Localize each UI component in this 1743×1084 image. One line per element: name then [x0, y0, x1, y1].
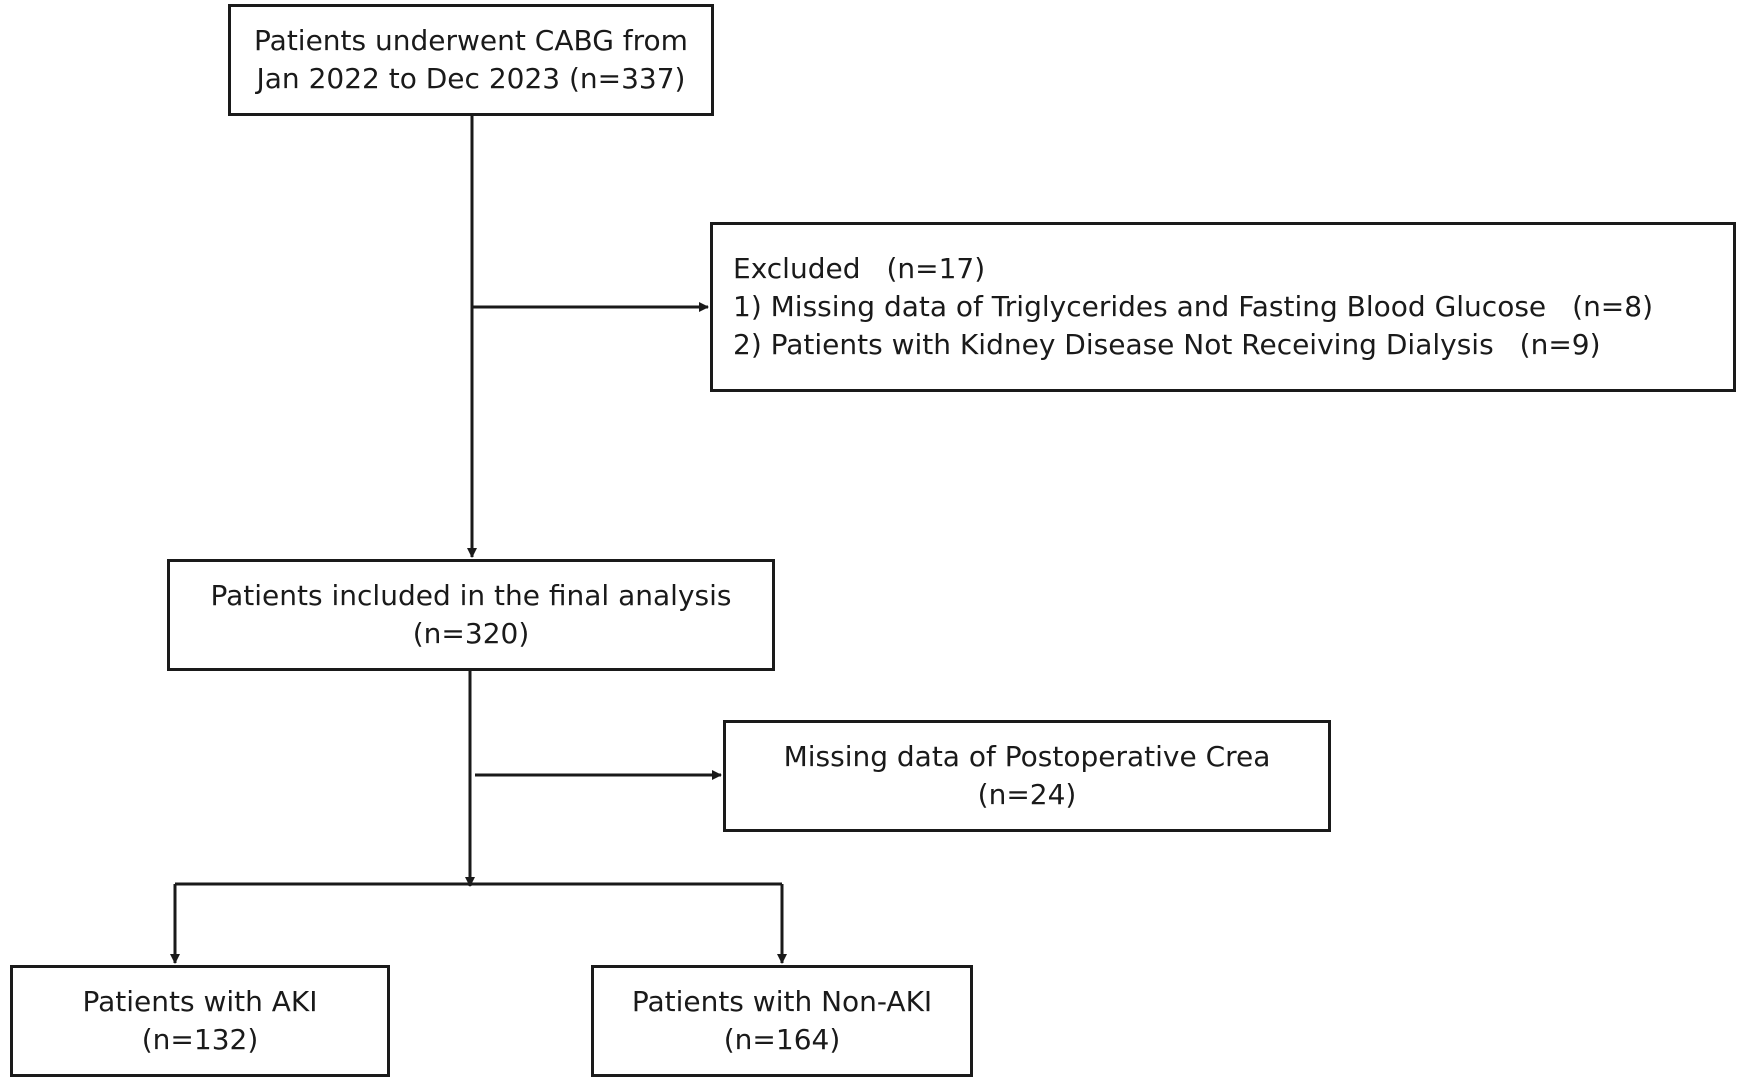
box-aki: Patients with AKI (n=132): [10, 965, 390, 1077]
box-aki-line1: Patients with AKI: [82, 985, 318, 1018]
box-non-aki-line2: (n=164): [723, 1023, 841, 1056]
excluded-reason-2: 2) Patients with Kidney Disease Not Rece…: [733, 326, 1601, 364]
box-excluded: Excluded (n=17) 1) Missing data of Trigly…: [710, 222, 1736, 392]
box-included-final-analysis: Patients included in the final analysis …: [167, 559, 775, 671]
box-included-line1: Patients included in the final analysis: [210, 579, 732, 612]
box-missing-line1: Missing data of Postoperative Crea: [783, 740, 1271, 773]
excluded-reason-2-count: (n=9): [1519, 328, 1601, 361]
box-cabg-patients-line2: Jan 2022 to Dec 2023 (n=337): [256, 62, 686, 95]
box-included-line2: (n=320): [412, 617, 530, 650]
excluded-reason-2-label: 2) Patients with Kidney Disease Not Rece…: [733, 328, 1494, 361]
box-cabg-patients: Patients underwent CABG from Jan 2022 to…: [228, 4, 714, 116]
excluded-reason-1: 1) Missing data of Triglycerides and Fas…: [733, 288, 1653, 326]
box-cabg-patients-line1: Patients underwent CABG from: [254, 24, 688, 57]
box-missing-postoperative-crea: Missing data of Postoperative Crea (n=24…: [723, 720, 1331, 832]
box-non-aki-line1: Patients with Non-AKI: [631, 985, 933, 1018]
excluded-reason-1-count: (n=8): [1572, 290, 1654, 323]
box-aki-line2: (n=132): [141, 1023, 259, 1056]
excluded-heading: Excluded (n=17): [733, 250, 985, 288]
excluded-heading-label: Excluded: [733, 252, 861, 285]
box-non-aki: Patients with Non-AKI (n=164): [591, 965, 973, 1077]
excluded-reason-1-label: 1) Missing data of Triglycerides and Fas…: [733, 290, 1547, 323]
box-missing-line2: (n=24): [977, 778, 1077, 811]
excluded-heading-count: (n=17): [886, 252, 986, 285]
